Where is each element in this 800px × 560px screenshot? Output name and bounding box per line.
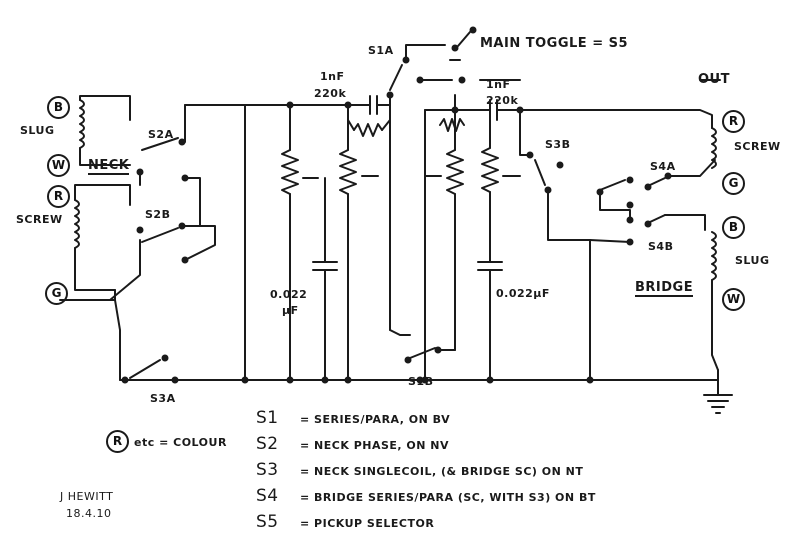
out-label: OUT [698, 72, 730, 87]
legend-s1-key: S1 [256, 408, 279, 428]
legend-color-note: etc = COLOUR [134, 436, 227, 449]
s4a-label: S4A [650, 160, 676, 173]
neck-screw-coil [74, 199, 80, 249]
legend-s3-key: S3 [256, 460, 279, 480]
left-tone-cap-value: 0.022 [270, 288, 308, 301]
bridge-slug-label: SLUG [735, 254, 770, 267]
neck-label: NECK [88, 158, 130, 175]
signature-name: J HEWITT [60, 490, 114, 503]
left-volume-pot [339, 149, 357, 195]
bridge-screw-label: SCREW [734, 140, 781, 153]
legend-s2-key: S2 [256, 434, 279, 454]
signature-date: 18.4.10 [66, 507, 112, 520]
s4b-label: S4B [648, 240, 674, 253]
left-tone-cap-unit: μF [282, 304, 299, 317]
main-toggle-label: MAIN TOGGLE = S5 [480, 36, 629, 51]
bridge-color-w: W [722, 288, 745, 311]
neck-color-w: W [47, 154, 70, 177]
right-tone-cap-value: 0.022μF [496, 287, 550, 300]
s1a-label: S1A [368, 44, 394, 57]
neck-slug-coil [79, 99, 85, 149]
right-cap-label: 1nF [486, 78, 511, 91]
neck-screw-label: SCREW [16, 213, 63, 226]
right-volume-pot [446, 149, 464, 195]
legend-color-sample: R [106, 430, 129, 453]
bridge-color-r: R [722, 110, 745, 133]
s3b-label: S3B [545, 138, 571, 151]
left-resistor-label: 220k [314, 87, 347, 100]
left-cap-label: 1nF [320, 70, 345, 83]
right-bleed-resistor [439, 118, 465, 132]
neck-color-r: R [47, 185, 70, 208]
legend-s5-key: S5 [256, 512, 279, 532]
bridge-label: BRIDGE [635, 280, 694, 297]
bridge-screw-coil [711, 127, 717, 169]
neck-color-g: G [45, 282, 68, 305]
neck-color-b: B [47, 96, 70, 119]
s1b-label: S1B [408, 375, 434, 388]
legend-s1-text: = SERIES/PARA, ON BV [300, 413, 451, 426]
s2a-label: S2A [148, 128, 174, 141]
bridge-color-b: B [722, 216, 745, 239]
right-resistor-label: 220k [486, 94, 519, 107]
legend-s5-text: = PICKUP SELECTOR [300, 517, 435, 530]
left-bleed-resistor [353, 123, 383, 137]
legend-s4-key: S4 [256, 486, 279, 506]
s2b-label: S2B [145, 208, 171, 221]
legend-s3-text: = NECK SINGLECOIL, (& BRIDGE SC) ON NT [300, 465, 584, 478]
s3a-label: S3A [150, 392, 176, 405]
bridge-slug-coil [711, 231, 717, 281]
legend-s2-text: = NECK PHASE, ON NV [300, 439, 450, 452]
right-tone-pot [481, 147, 499, 193]
neck-slug-label: SLUG [20, 124, 55, 137]
left-tone-pot [281, 149, 299, 195]
bridge-color-g: G [722, 172, 745, 195]
legend-s4-text: = BRIDGE SERIES/PARA (SC, WITH S3) ON BT [300, 491, 596, 504]
